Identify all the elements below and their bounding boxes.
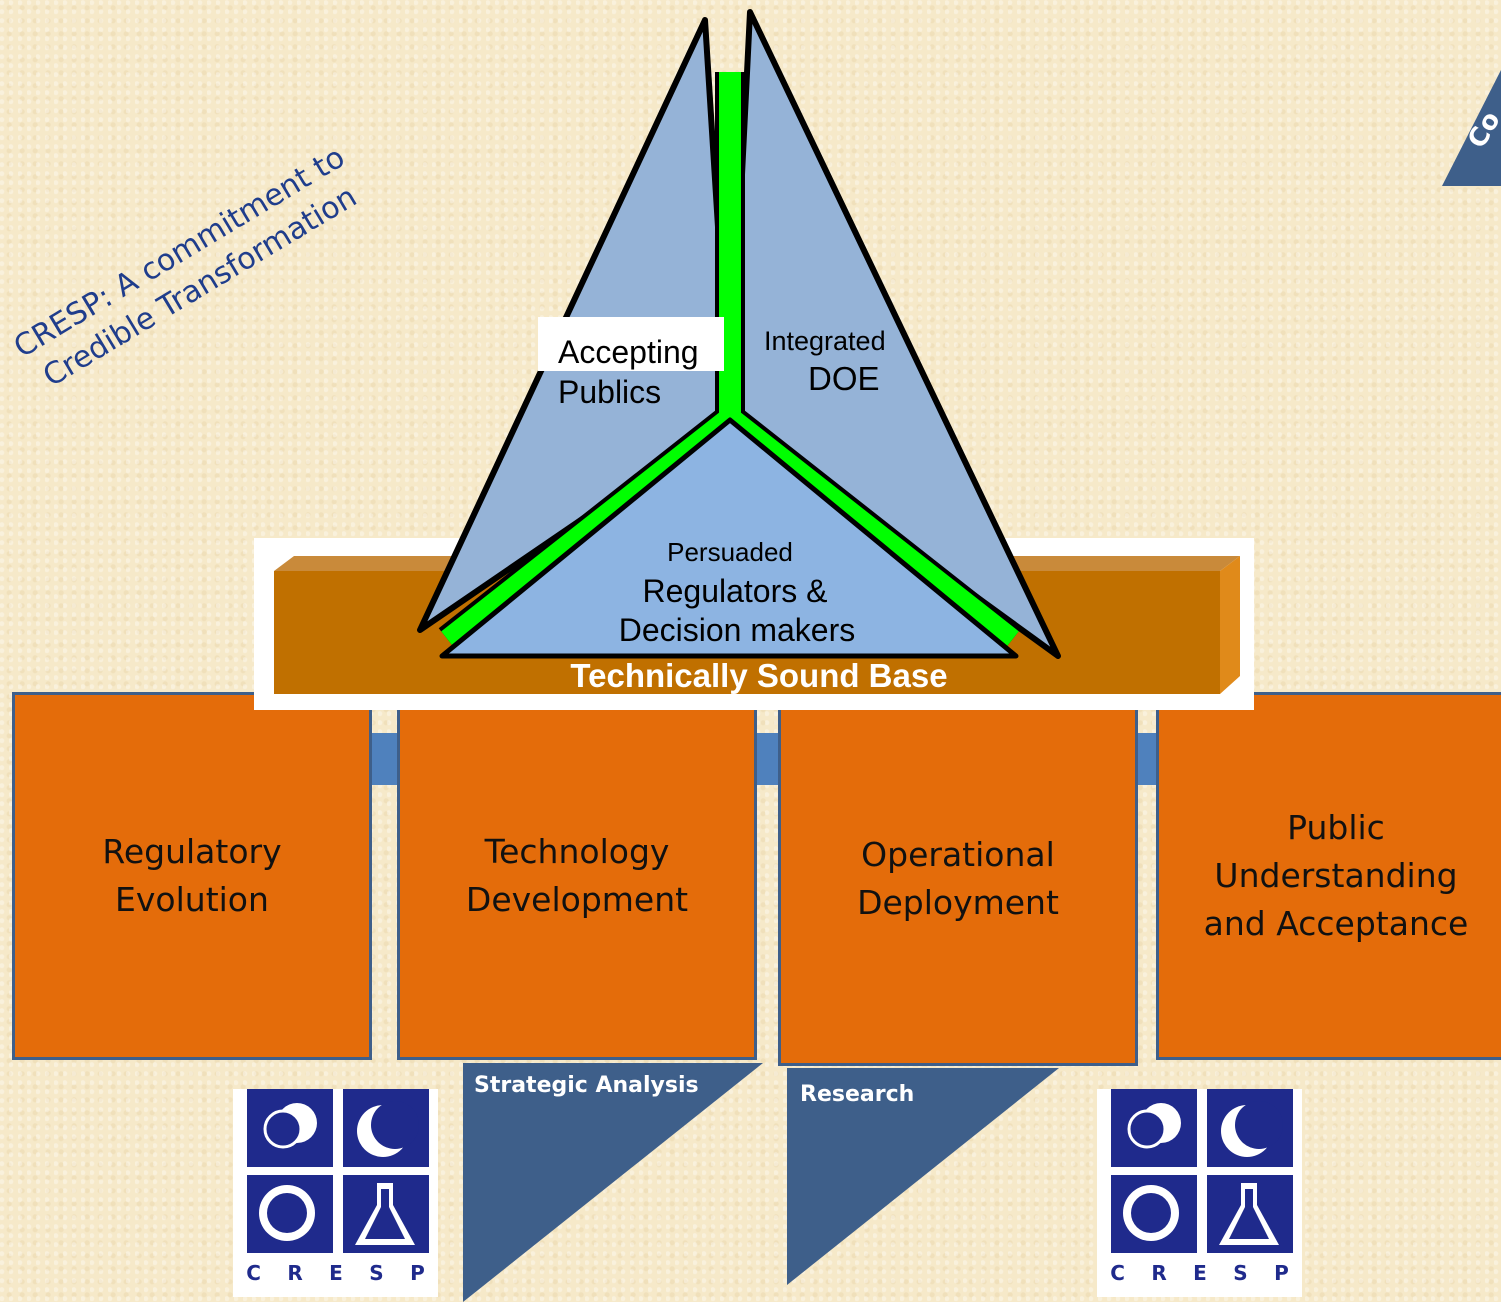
pillar-technology-development: Technology Development <box>397 692 757 1060</box>
cresp-logo-right: C R E S P <box>1097 1089 1302 1297</box>
ramp-label-strategic-analysis: Strategic Analysis <box>474 1073 699 1098</box>
logo-letter: E <box>329 1261 343 1285</box>
base-label: Technically Sound Base <box>570 657 948 694</box>
label-accepting-publics: Accepting Publics <box>558 334 699 410</box>
label-box-accepting <box>538 317 724 371</box>
pillar-label: Technology Development <box>465 832 689 919</box>
pillar-operational-deployment: Operational Deployment <box>778 692 1138 1066</box>
label-persuaded: Persuaded <box>667 537 793 567</box>
logo-flask-icon <box>1207 1175 1293 1253</box>
logo-letter: C <box>246 1261 261 1285</box>
corner-shape <box>1442 70 1501 186</box>
pyramid-face-center <box>439 417 1019 659</box>
logo-globe-icon <box>1111 1175 1197 1253</box>
connector-1 <box>370 733 400 785</box>
pillar-regulatory-evolution: Regulatory Evolution <box>12 692 372 1060</box>
label-regulators: Regulators & <box>642 573 828 609</box>
logo-faces-icon <box>1111 1089 1197 1167</box>
label-doe: DOE <box>808 360 880 397</box>
ramp-strategic-analysis <box>463 1063 763 1302</box>
pillar-label: Public Understanding and Acceptance <box>1203 808 1469 943</box>
logo-moon-icon <box>343 1089 429 1167</box>
connector-2 <box>755 733 780 785</box>
logo-letter: P <box>1274 1261 1289 1285</box>
pillar-label: Regulatory Evolution <box>102 832 282 919</box>
logo-letter: E <box>1193 1261 1207 1285</box>
logo-flask-icon <box>343 1175 429 1253</box>
logo-faces-icon <box>247 1089 333 1167</box>
logo-letter: C <box>1110 1261 1125 1285</box>
logo-letter: R <box>1151 1261 1167 1285</box>
ramp-label-research: Research <box>800 1082 915 1107</box>
label-integrated: Integrated <box>764 326 886 356</box>
logo-letter: P <box>410 1261 425 1285</box>
logo-moon-icon <box>1207 1089 1293 1167</box>
logo-letter: S <box>1233 1261 1248 1285</box>
logo-letter: S <box>369 1261 384 1285</box>
pyramid-spine <box>441 72 1019 649</box>
logo-letter: R <box>287 1261 303 1285</box>
pillar-label: Operational Deployment <box>857 835 1059 922</box>
logo-letters: C R E S P <box>1097 1261 1302 1285</box>
connector-3 <box>1135 733 1159 785</box>
cresp-logo-left: C R E S P <box>233 1089 438 1297</box>
logo-letters: C R E S P <box>233 1261 438 1285</box>
pillar-public-understanding: Public Understanding and Acceptance <box>1156 692 1501 1060</box>
label-decision-makers: Decision makers <box>618 612 856 648</box>
ramp-research <box>787 1068 1059 1285</box>
logo-globe-icon <box>247 1175 333 1253</box>
